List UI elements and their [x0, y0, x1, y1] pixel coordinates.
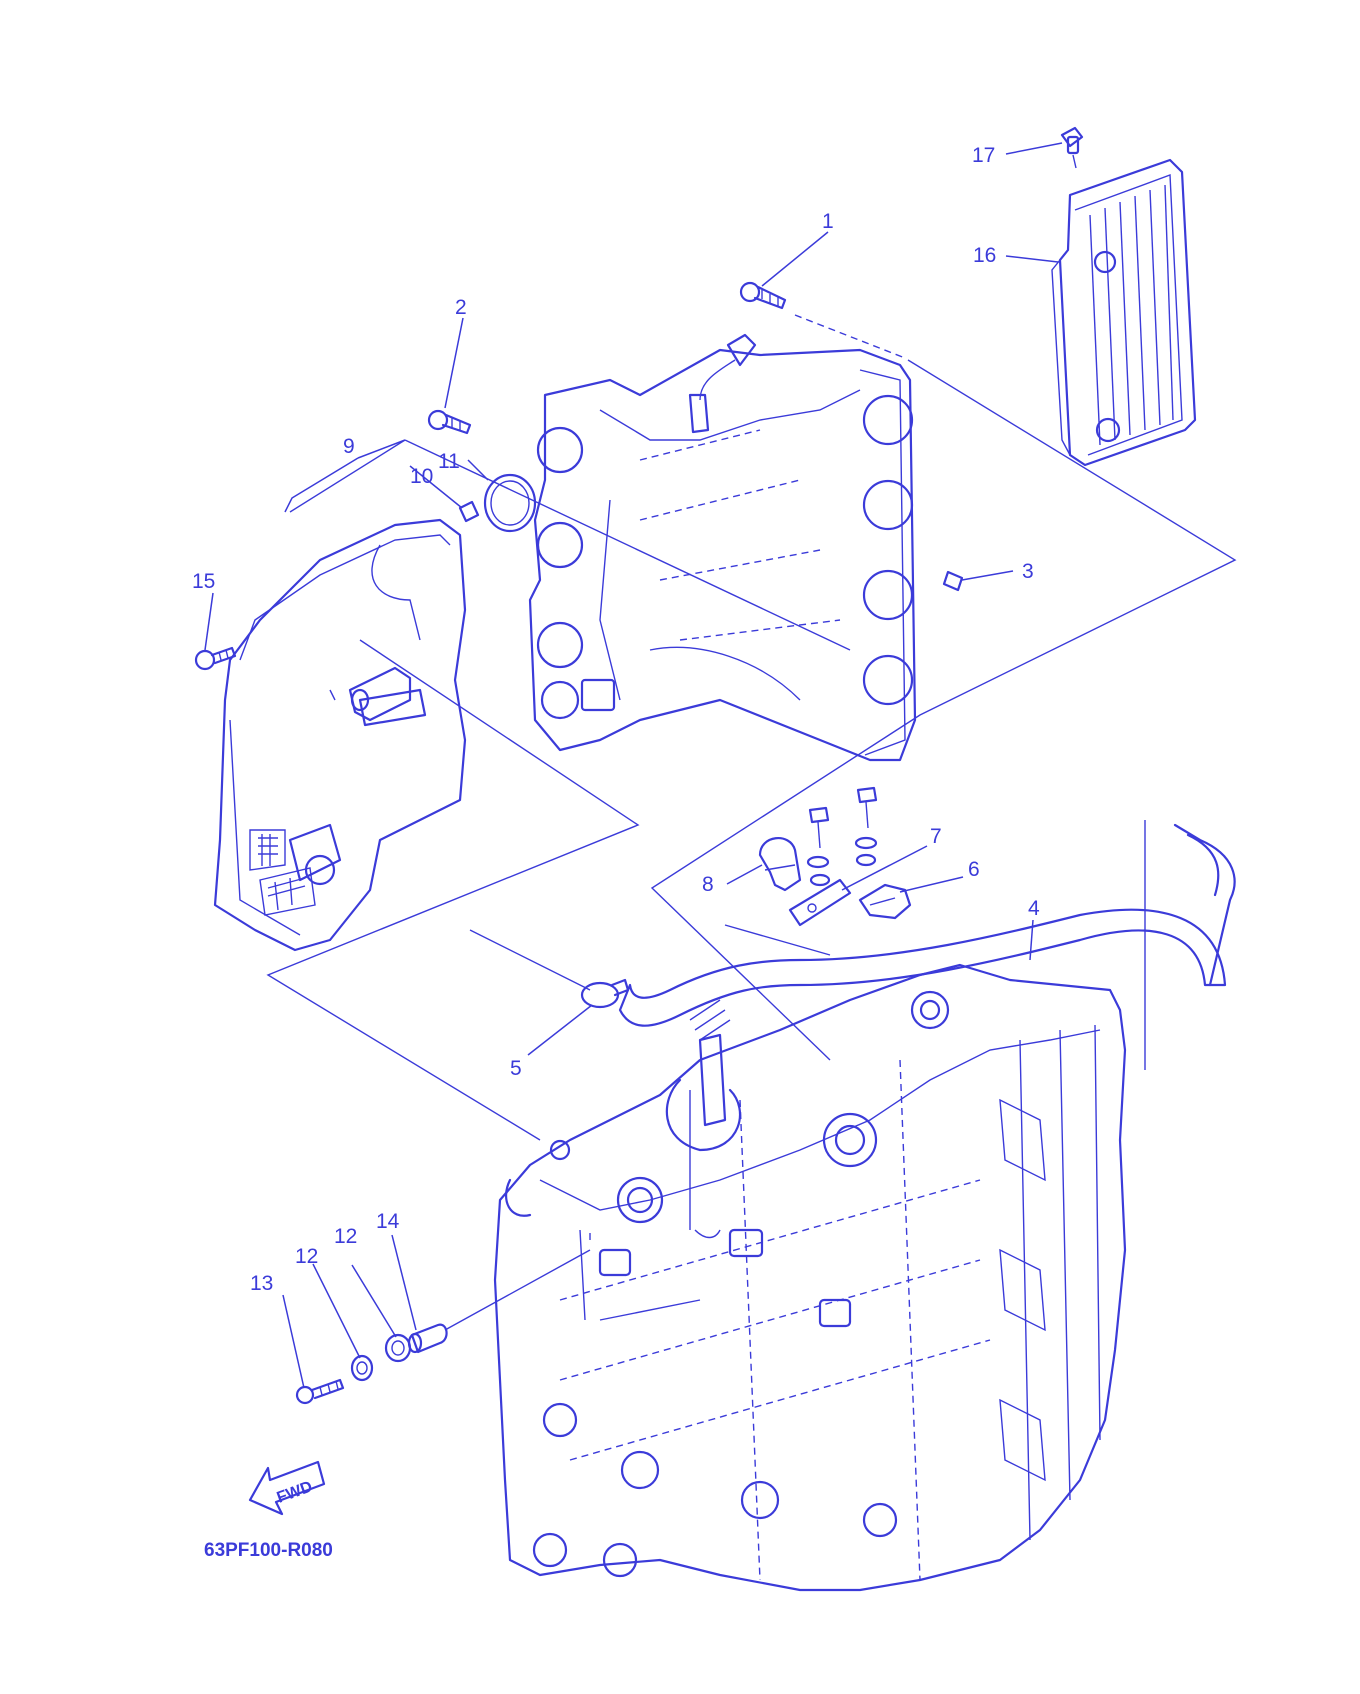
callout-7: 7: [930, 825, 942, 848]
callout-2: 2: [455, 296, 467, 319]
callout-5: 5: [510, 1057, 522, 1080]
collar-12a: [350, 1354, 374, 1382]
callout-6: 6: [968, 858, 980, 881]
callout-12-right: 12: [334, 1225, 357, 1248]
fwd-label: FWD: [275, 1478, 315, 1506]
callout-10: 10: [410, 465, 433, 488]
plate-7: [788, 878, 852, 927]
callout-1: 1: [822, 210, 834, 233]
grommet-14: [407, 1323, 448, 1354]
o-ring-11: [483, 473, 537, 533]
bolt-set-top: [806, 786, 878, 887]
callout-8: 8: [702, 873, 714, 896]
callout-11: 11: [438, 450, 460, 473]
assembly-line-bottom: [444, 1249, 591, 1331]
callout-14: 14: [376, 1210, 400, 1233]
callout-16: 16: [973, 244, 996, 267]
callout-15: 15: [192, 570, 215, 593]
clamp-8: [758, 837, 802, 892]
bolt-2: [427, 409, 472, 435]
pin-3: [942, 570, 964, 592]
callout-4: 4: [1028, 897, 1040, 920]
callout-13: 13: [250, 1272, 273, 1295]
collar-12b: [384, 1333, 412, 1363]
fwd-arrow-icon: FWD: [248, 1460, 326, 1516]
bolt-13: [295, 1378, 345, 1405]
callout-leaders: [204, 142, 1063, 1389]
bolt-1: [739, 281, 906, 359]
hose-clamp-5: [580, 978, 630, 1009]
callout-3: 3: [1022, 560, 1034, 583]
reference-code: 63PF100-R080: [204, 1540, 333, 1561]
cover-plate-16: [1051, 158, 1197, 467]
callout-12-left: 12: [295, 1245, 318, 1268]
dowel-10: [458, 500, 480, 523]
bolt-17: [1060, 126, 1084, 169]
engine-block: [493, 963, 1127, 1592]
bracket-6: [858, 883, 912, 920]
intake-silencer-9: [213, 518, 467, 952]
assembly-frame-lines: [266, 359, 1237, 1141]
callout-17: 17: [972, 144, 995, 167]
hose-4: [618, 823, 1236, 1027]
cylinder-head: [528, 333, 917, 762]
callout-9: 9: [343, 435, 355, 458]
bolt-15: [194, 646, 237, 671]
callout-labels: 1 2 3 4 5 6 7 8 9 10 11 12 12 13 14 15 1…: [192, 144, 1040, 1295]
